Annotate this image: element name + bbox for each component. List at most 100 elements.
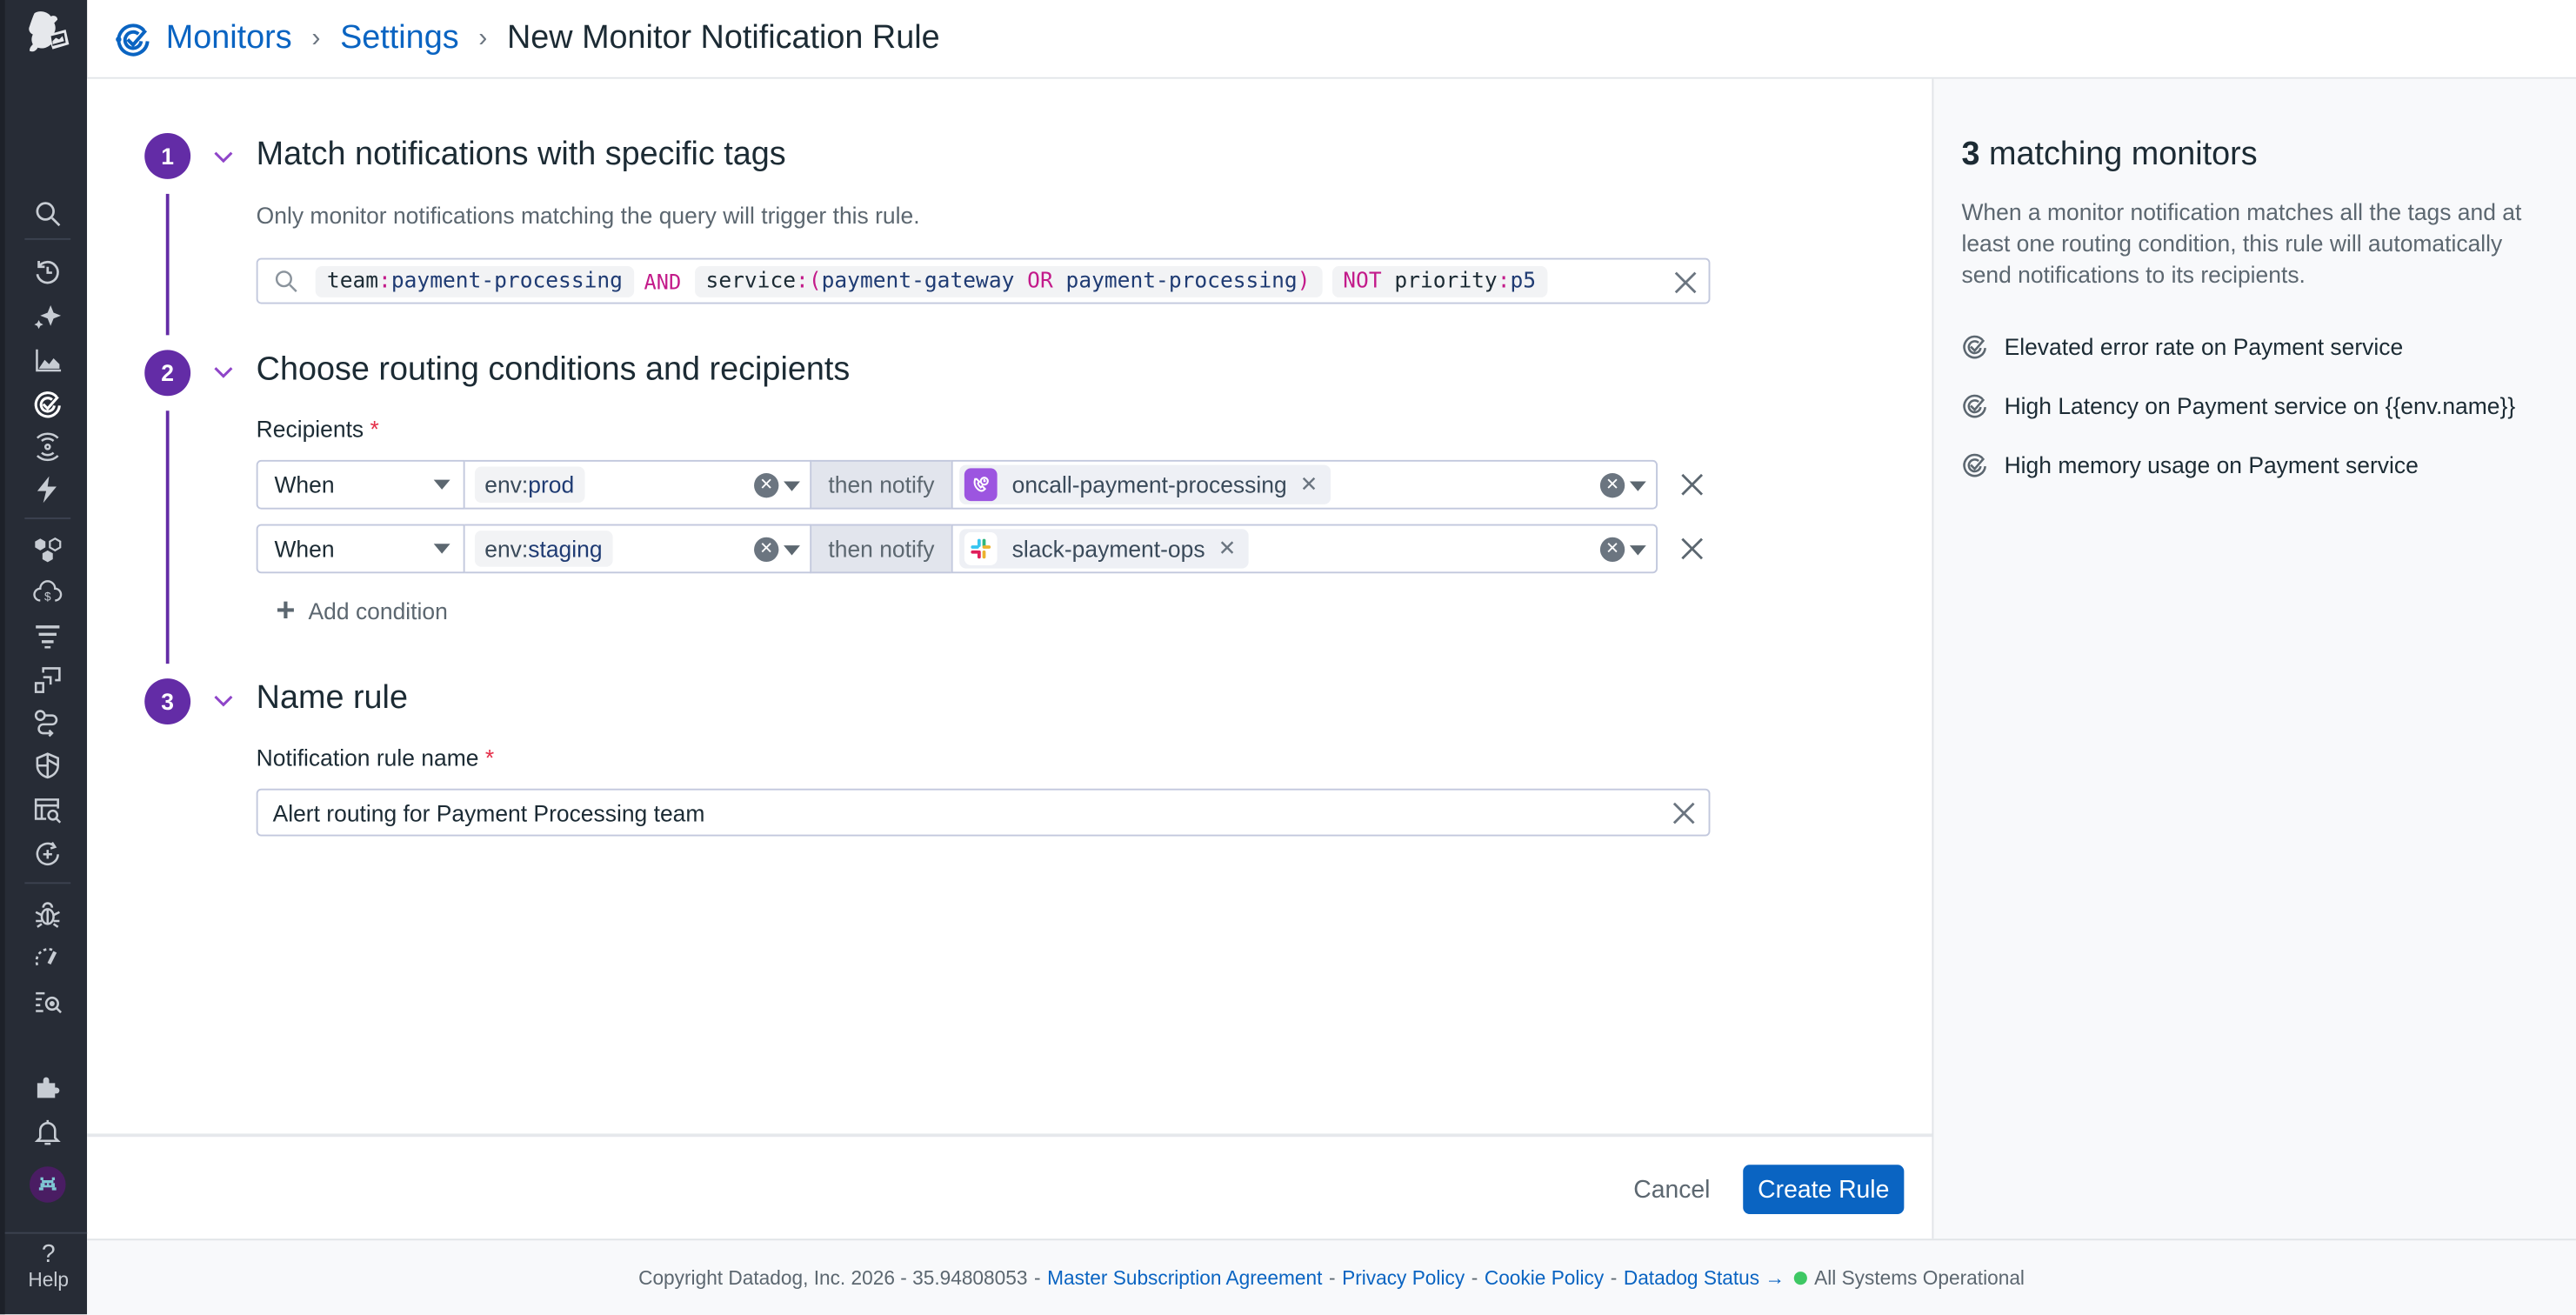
- add-condition-button[interactable]: + Add condition: [276, 592, 448, 630]
- delete-row-icon[interactable]: [1679, 471, 1705, 497]
- chevron-down-icon[interactable]: [212, 146, 235, 169]
- software-delivery-icon[interactable]: [31, 838, 64, 871]
- caret-down-icon[interactable]: [1629, 480, 1646, 491]
- notifications-bell-icon[interactable]: [31, 1116, 64, 1149]
- remove-recipient-icon[interactable]: ✕: [1218, 535, 1237, 561]
- dashboards-icon[interactable]: [31, 344, 64, 377]
- search-icon[interactable]: [31, 197, 64, 230]
- monitor-icon: [1963, 335, 1986, 359]
- watchdog-icon[interactable]: [31, 431, 64, 464]
- caret-down-icon[interactable]: [784, 544, 800, 555]
- condition-tag: env:staging: [474, 531, 612, 567]
- performance-icon[interactable]: [31, 941, 64, 974]
- query-token-team[interactable]: team:payment-processing: [315, 265, 635, 297]
- when-select[interactable]: When: [256, 459, 465, 510]
- step-1-description: Only monitor notifications matching the …: [256, 202, 920, 229]
- chevron-right-icon: ›: [311, 23, 321, 52]
- matching-monitor-item[interactable]: High memory usage on Payment service: [1961, 451, 2419, 478]
- step-2-title: Choose routing conditions and recipients: [256, 351, 851, 388]
- then-notify-label: then notify: [811, 524, 951, 574]
- breadcrumb-monitors-link[interactable]: Monitors: [165, 19, 292, 57]
- status-ok-icon: [1794, 1272, 1808, 1285]
- routing-condition-row: When env:staging ✕ then notify slack-pay…: [256, 524, 1704, 574]
- bits-ai-icon[interactable]: [31, 301, 64, 334]
- monitors-icon: [116, 23, 150, 56]
- step-1-connector: [165, 193, 170, 336]
- caret-down-icon[interactable]: [1629, 544, 1646, 555]
- delete-row-icon[interactable]: [1679, 536, 1705, 562]
- step-1-badge: 1: [144, 133, 191, 179]
- matching-monitor-item[interactable]: High Latency on Payment service on {{env…: [1961, 392, 2515, 419]
- search-icon: [275, 270, 297, 292]
- when-select[interactable]: When: [256, 524, 465, 574]
- sidebar: $: [0, 0, 92, 1315]
- cloud-cost-icon[interactable]: $: [31, 577, 64, 610]
- security-icon[interactable]: [31, 749, 64, 782]
- plus-icon: +: [276, 592, 296, 630]
- sidebar-divider: [24, 237, 71, 240]
- caret-down-icon: [433, 544, 450, 554]
- clear-recipients-icon[interactable]: ✕: [1599, 473, 1625, 498]
- apm-icon[interactable]: [31, 664, 64, 697]
- query-token-priority[interactable]: NOT priority:p5: [1331, 265, 1548, 297]
- logs-icon[interactable]: [31, 619, 64, 652]
- caret-down-icon: [433, 479, 450, 490]
- page-title: New Monitor Notification Rule: [506, 19, 940, 57]
- events-icon[interactable]: [31, 473, 64, 506]
- cookie-policy-link[interactable]: Cookie Policy: [1484, 1266, 1605, 1290]
- svg-text:$: $: [44, 590, 51, 603]
- step-2-connector: [165, 411, 170, 664]
- infrastructure-icon[interactable]: [31, 534, 64, 567]
- step-3-badge: 3: [144, 678, 191, 725]
- sidebar-divider: [24, 517, 71, 519]
- recipient-chip: slack-payment-ops ✕: [959, 529, 1250, 569]
- chevron-right-icon: ›: [478, 23, 488, 52]
- routing-condition-row: When env:prod ✕ then notify oncall-payme…: [256, 459, 1704, 510]
- matching-monitor-item[interactable]: Elevated error rate on Payment service: [1961, 333, 2403, 360]
- condition-tag-select[interactable]: env:staging ✕: [464, 524, 812, 574]
- chevron-down-icon[interactable]: [212, 690, 235, 712]
- recipient-select[interactable]: oncall-payment-processing ✕ ✕: [951, 459, 1658, 510]
- cancel-button[interactable]: Cancel: [1633, 1176, 1711, 1205]
- data-observability-icon[interactable]: [31, 793, 64, 826]
- on-call-icon: [964, 468, 998, 502]
- create-rule-button[interactable]: Create Rule: [1743, 1165, 1905, 1214]
- clear-query-icon[interactable]: [1671, 268, 1700, 297]
- datadog-status-link[interactable]: Datadog Status →: [1623, 1266, 1785, 1290]
- user-avatar[interactable]: [30, 1166, 66, 1203]
- error-tracking-icon[interactable]: [31, 898, 64, 931]
- synthetics-icon[interactable]: [31, 985, 64, 1018]
- master-subscription-agreement-link[interactable]: Master Subscription Agreement: [1047, 1266, 1323, 1290]
- help-button[interactable]: ? Help: [4, 1232, 92, 1315]
- remove-recipient-icon[interactable]: ✕: [1299, 471, 1318, 497]
- form-actions: Cancel Create Rule: [87, 1133, 1932, 1243]
- condition-tag-select[interactable]: env:prod ✕: [464, 459, 812, 510]
- breadcrumb: Monitors › Settings › New Monitor Notifi…: [87, 0, 2576, 79]
- matching-monitors-description: When a monitor notification matches all …: [1961, 198, 2522, 288]
- caret-down-icon[interactable]: [784, 480, 800, 491]
- monitor-icon: [1963, 453, 1986, 477]
- datadog-logo-icon[interactable]: [22, 7, 74, 59]
- rule-form: 1 Match notifications with specific tags…: [87, 78, 1932, 1134]
- integrations-icon[interactable]: [31, 1071, 64, 1105]
- query-token-service[interactable]: service:(payment-gateway OR payment-proc…: [694, 265, 1322, 297]
- chevron-down-icon[interactable]: [212, 362, 235, 384]
- tag-query-input[interactable]: team:payment-processing AND service:(pay…: [256, 257, 1711, 304]
- copyright-text: Copyright Datadog, Inc. 2026 - 35.948080…: [638, 1266, 1028, 1290]
- privacy-policy-link[interactable]: Privacy Policy: [1342, 1266, 1465, 1290]
- monitors-icon[interactable]: [31, 388, 64, 421]
- recipient-select[interactable]: slack-payment-ops ✕ ✕: [951, 524, 1658, 574]
- recent-icon[interactable]: [31, 257, 64, 290]
- monitor-icon: [1963, 394, 1986, 418]
- rule-name-label: Notification rule name *: [256, 744, 495, 771]
- service-map-icon[interactable]: [31, 706, 64, 739]
- clear-condition-icon[interactable]: ✕: [754, 537, 779, 563]
- matching-monitors-panel: 3 matching monitors When a monitor notif…: [1932, 78, 2576, 1239]
- clear-condition-icon[interactable]: ✕: [754, 473, 779, 498]
- breadcrumb-settings-link[interactable]: Settings: [340, 19, 459, 57]
- slack-icon: [964, 532, 998, 565]
- clear-name-icon[interactable]: [1669, 798, 1698, 828]
- clear-recipients-icon[interactable]: ✕: [1599, 537, 1625, 563]
- system-status-text: All Systems Operational: [1814, 1266, 2025, 1290]
- rule-name-input[interactable]: Alert routing for Payment Processing tea…: [256, 788, 1711, 837]
